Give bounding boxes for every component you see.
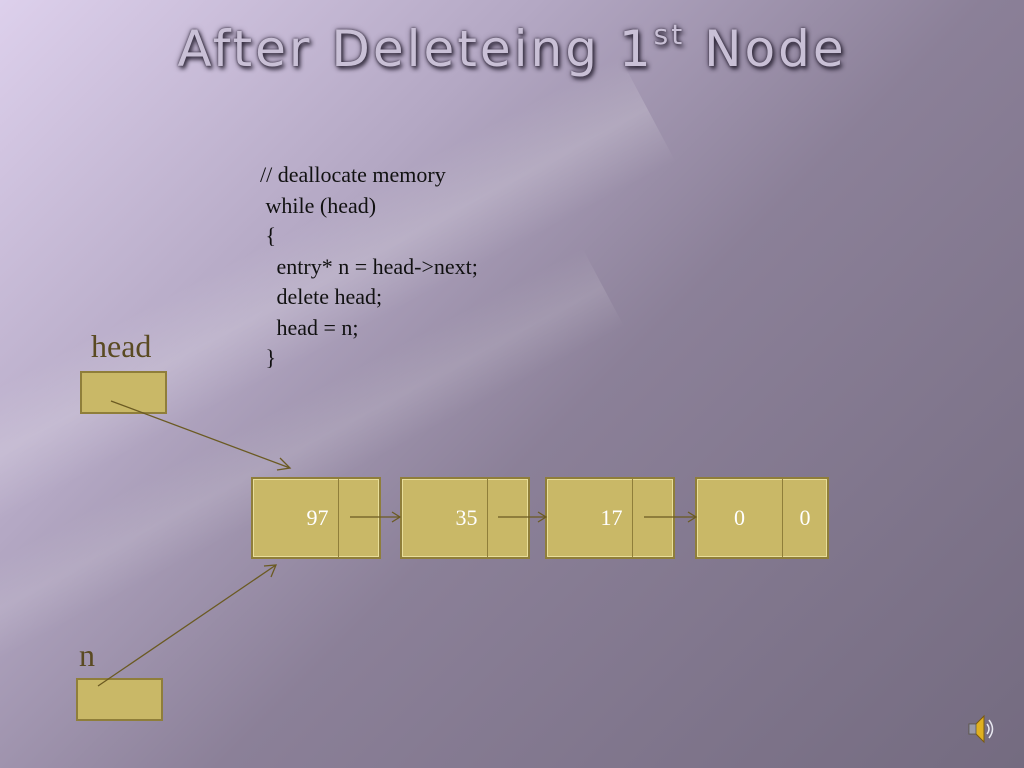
node-value: 17 bbox=[547, 479, 633, 557]
head-to-node-arrow bbox=[110, 400, 291, 469]
node-next: 0 bbox=[799, 505, 811, 530]
code-line: while (head) bbox=[260, 192, 377, 218]
list-node: 0 0 bbox=[695, 477, 829, 559]
n-pointer-label: n bbox=[79, 637, 95, 673]
code-line: // deallocate memory bbox=[260, 162, 446, 187]
speaker-icon[interactable] bbox=[966, 712, 996, 746]
arrowhead bbox=[687, 511, 698, 523]
arrowhead bbox=[391, 511, 402, 523]
list-node: 97 bbox=[251, 477, 381, 559]
arrowhead bbox=[276, 457, 292, 471]
code-line: entry* n = head->next; bbox=[260, 253, 478, 279]
n-pointer-box bbox=[76, 678, 163, 721]
n-to-node-arrow bbox=[97, 564, 277, 687]
code-line: head = n; bbox=[260, 314, 359, 340]
node-value: 97 bbox=[253, 479, 339, 557]
list-node: 35 bbox=[400, 477, 530, 559]
code-line: } bbox=[260, 345, 277, 370]
node-value: 0 bbox=[697, 479, 783, 557]
node-value: 35 bbox=[402, 479, 488, 557]
code-block: // deallocate memory while (head) { entr… bbox=[260, 160, 478, 374]
list-node: 17 bbox=[545, 477, 675, 559]
code-line: delete head; bbox=[260, 284, 383, 309]
code-line: { bbox=[260, 223, 277, 248]
slide-title: After Deleteing 1st Node bbox=[177, 18, 847, 78]
arrowhead bbox=[263, 564, 278, 578]
head-pointer-box bbox=[80, 371, 167, 414]
head-pointer-label: head bbox=[91, 328, 152, 364]
arrowhead bbox=[537, 511, 548, 523]
